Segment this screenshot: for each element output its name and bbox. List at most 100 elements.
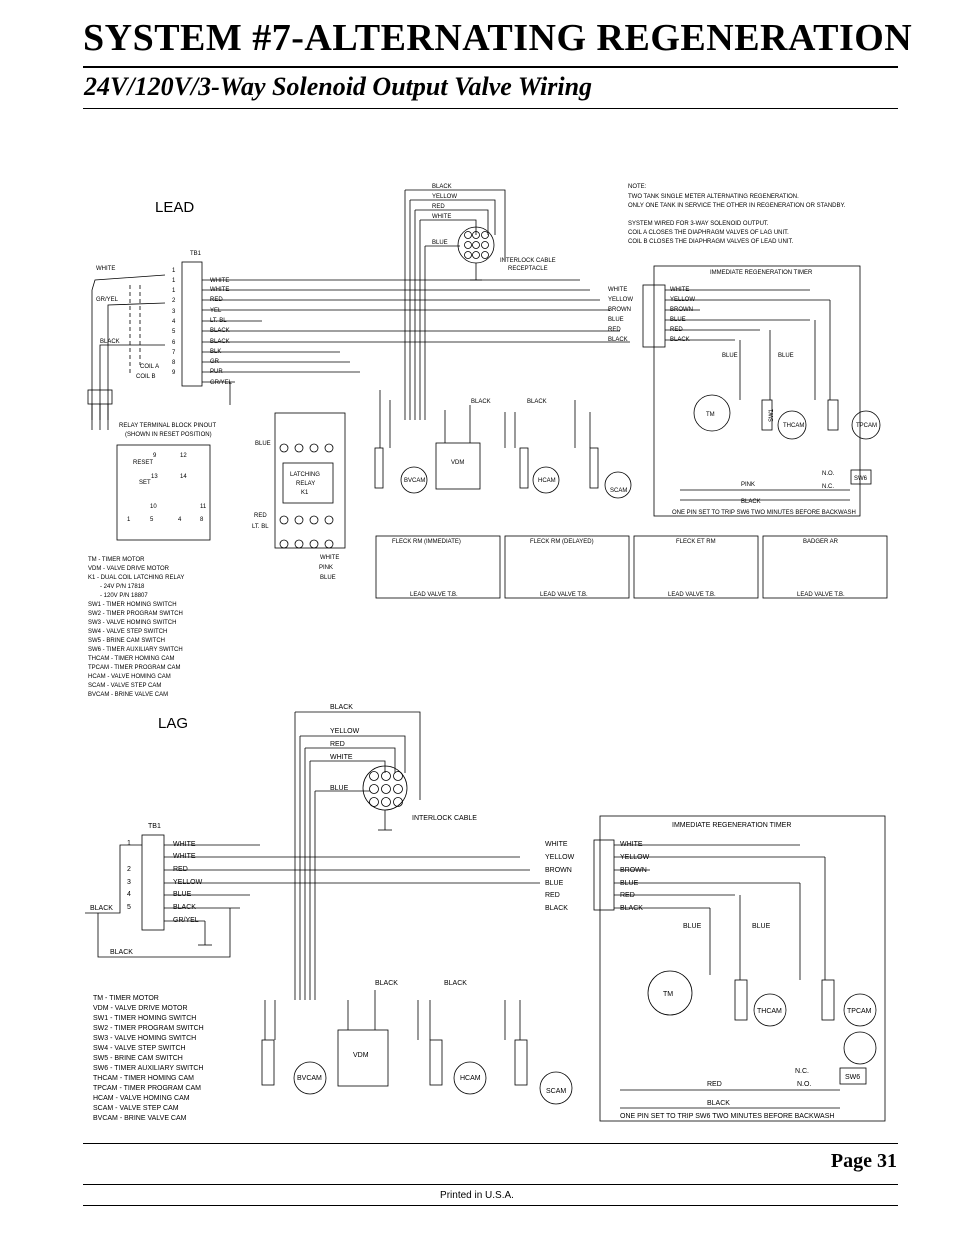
svg-text:TM - TIMER MOTOR: TM - TIMER MOTOR	[93, 995, 159, 1002]
svg-text:N.O.: N.O.	[797, 1081, 811, 1088]
svg-text:(SHOWN IN RESET POSITION): (SHOWN IN RESET POSITION)	[125, 432, 212, 438]
svg-text:GR/YEL: GR/YEL	[210, 380, 233, 386]
svg-text:N.O.: N.O.	[822, 471, 835, 477]
svg-text:3: 3	[127, 879, 131, 886]
svg-text:BLUE: BLUE	[330, 785, 349, 792]
svg-text:RED: RED	[608, 327, 621, 333]
svg-text:LEAD VALVE T.B.: LEAD VALVE T.B.	[668, 592, 716, 598]
lead-components: BVCAM VDM HCAM SCAM BLACK BLACK	[374, 390, 632, 499]
svg-text:WHITE: WHITE	[173, 841, 196, 848]
svg-text:PINK: PINK	[741, 482, 755, 488]
svg-text:5: 5	[127, 904, 131, 911]
lag-legend: TM - TIMER MOTOR VDM - VALVE DRIVE MOTOR…	[93, 995, 204, 1122]
svg-text:SYSTEM WIRED FOR 3-WAY SOLENOI: SYSTEM WIRED FOR 3-WAY SOLENOID OUTPUT.	[628, 221, 769, 227]
svg-text:YELLOW: YELLOW	[620, 854, 650, 861]
svg-text:BLACK: BLACK	[707, 1100, 730, 1107]
svg-text:BADGER AR: BADGER AR	[803, 539, 839, 545]
svg-text:SW3 - VALVE HOMING SWITCH: SW3 - VALVE HOMING SWITCH	[93, 1035, 196, 1042]
svg-text:LT. BL: LT. BL	[252, 524, 269, 530]
svg-text:GR/YEL: GR/YEL	[173, 917, 199, 924]
lead-legend: TM - TIMER MOTOR VDM - VALVE DRIVE MOTOR…	[88, 557, 184, 698]
svg-text:TM: TM	[663, 991, 673, 998]
lead-label: LEAD	[155, 199, 194, 216]
svg-text:TPCAM - TIMER PROGRAM CAM: TPCAM - TIMER PROGRAM CAM	[93, 1085, 201, 1092]
lag-components: BVCAM VDM HCAM SCAM BLACK BLACK	[261, 980, 573, 1105]
svg-text:TM - TIMER MOTOR: TM - TIMER MOTOR	[88, 557, 145, 563]
svg-text:9: 9	[153, 453, 157, 459]
svg-text:2: 2	[127, 866, 131, 873]
svg-text:SCAM: SCAM	[610, 488, 627, 494]
svg-text:SW4 - VALVE STEP SWITCH: SW4 - VALVE STEP SWITCH	[93, 1045, 186, 1052]
subtitle-rule	[83, 108, 898, 109]
svg-text:BVCAM: BVCAM	[297, 1075, 322, 1082]
notes-block: NOTE: TWO TANK SINGLE METER ALTERNATING …	[628, 184, 846, 245]
svg-text:ONLY ONE TANK IN SERVICE THE O: ONLY ONE TANK IN SERVICE THE OTHER IN RE…	[628, 203, 846, 209]
svg-text:WHITE: WHITE	[432, 214, 451, 220]
svg-text:10: 10	[150, 504, 157, 510]
svg-text:BLACK: BLACK	[110, 949, 133, 956]
svg-text:VDM - VALVE DRIVE MOTOR: VDM - VALVE DRIVE MOTOR	[88, 566, 170, 572]
svg-text:BROWN: BROWN	[620, 867, 647, 874]
lag-tb1: TB1 1 2 3 4 5 WHITE WHITE RED YELLOW BLU…	[85, 823, 540, 958]
lag-interlock-cable: BLACK YELLOW RED WHITE BLUE INTERLOCK CA…	[294, 704, 477, 1000]
svg-text:BROWN: BROWN	[545, 867, 572, 874]
svg-text:8: 8	[200, 517, 204, 523]
svg-text:14: 14	[180, 474, 187, 480]
svg-text:RED: RED	[620, 892, 635, 899]
svg-text:GR/YEL: GR/YEL	[96, 297, 119, 303]
svg-text:RED: RED	[707, 1081, 722, 1088]
svg-text:BLACK: BLACK	[545, 905, 568, 912]
svg-text:ONE PIN SET TO TRIP SW6 TWO MI: ONE PIN SET TO TRIP SW6 TWO MINUTES BEFO…	[620, 1113, 834, 1120]
svg-text:BLUE: BLUE	[545, 880, 564, 887]
svg-text:LATCHING: LATCHING	[290, 472, 320, 478]
svg-text:LEAD VALVE T.B.: LEAD VALVE T.B.	[410, 592, 458, 598]
svg-text:BLACK: BLACK	[100, 339, 120, 345]
svg-text:TWO TANK SINGLE METER ALTERNAT: TWO TANK SINGLE METER ALTERNATING REGENE…	[628, 194, 799, 200]
svg-text:SCAM - VALVE STEP CAM: SCAM - VALVE STEP CAM	[88, 683, 161, 689]
svg-text:RECEPTACLE: RECEPTACLE	[508, 266, 548, 272]
lag-label: LAG	[158, 715, 188, 732]
svg-text:SCAM - VALVE STEP CAM: SCAM - VALVE STEP CAM	[93, 1105, 179, 1112]
svg-text:1: 1	[172, 278, 176, 284]
svg-text:YELLOW: YELLOW	[608, 297, 633, 303]
lead-tb1: TB1 1 1 1 2 3 4 5 6 7 8 9 WHITE WHITE RE…	[87, 251, 630, 430]
svg-text:VDM: VDM	[451, 460, 464, 466]
svg-text:WHITE: WHITE	[173, 853, 196, 860]
svg-text:IMMEDIATE REGENERATION TIMER: IMMEDIATE REGENERATION TIMER	[710, 270, 813, 276]
footer-rule-mid	[83, 1184, 898, 1185]
svg-text:4: 4	[172, 319, 176, 325]
svg-text:5: 5	[150, 517, 154, 523]
svg-text:BVCAM - BRINE VALVE CAM: BVCAM - BRINE VALVE CAM	[93, 1115, 187, 1122]
svg-text:1: 1	[127, 517, 131, 523]
svg-text:SW3 - VALVE HOMING SWITCH: SW3 - VALVE HOMING SWITCH	[88, 620, 176, 626]
svg-text:VDM: VDM	[353, 1052, 369, 1059]
svg-text:WHITE: WHITE	[330, 754, 353, 761]
svg-text:1: 1	[127, 840, 131, 847]
svg-text:SET: SET	[139, 480, 151, 486]
relay-pinout: RELAY TERMINAL BLOCK PINOUT (SHOWN IN RE…	[116, 423, 216, 541]
svg-text:LEAD VALVE T.B.: LEAD VALVE T.B.	[797, 592, 845, 598]
svg-text:HCAM - VALVE HOMING CAM: HCAM - VALVE HOMING CAM	[93, 1095, 190, 1102]
svg-text:WHITE: WHITE	[608, 287, 627, 293]
svg-text:13: 13	[151, 474, 158, 480]
svg-text:TPCAM: TPCAM	[847, 1008, 872, 1015]
svg-text:THCAM - TIMER HOMING CAM: THCAM - TIMER HOMING CAM	[93, 1075, 194, 1082]
printed-label: Printed in U.S.A.	[440, 1190, 514, 1201]
svg-text:SW1: SW1	[769, 408, 775, 422]
svg-text:BLUE: BLUE	[778, 353, 794, 359]
svg-text:12: 12	[180, 453, 187, 459]
page-title: SYSTEM #7-ALTERNATING REGENERATION	[83, 17, 913, 59]
svg-text:BLUE: BLUE	[255, 441, 271, 447]
lead-cable-labels: BLACK YELLOW RED WHITE BLUE	[404, 184, 506, 420]
svg-text:BLACK: BLACK	[330, 704, 353, 711]
svg-text:K1: K1	[301, 490, 309, 496]
svg-text:1: 1	[172, 268, 176, 274]
svg-text:COIL A CLOSES THE DIAPHRAGM VA: COIL A CLOSES THE DIAPHRAGM VALVES OF LA…	[628, 230, 789, 236]
svg-text:RELAY TERMINAL BLOCK PINOUT: RELAY TERMINAL BLOCK PINOUT	[119, 423, 216, 429]
svg-text:RED: RED	[254, 513, 267, 519]
svg-text:RED: RED	[330, 741, 345, 748]
svg-text:WHITE: WHITE	[545, 841, 568, 848]
svg-text:TM: TM	[706, 412, 715, 418]
footer-rule-bottom	[83, 1205, 898, 1206]
svg-text:THCAM: THCAM	[757, 1008, 782, 1015]
